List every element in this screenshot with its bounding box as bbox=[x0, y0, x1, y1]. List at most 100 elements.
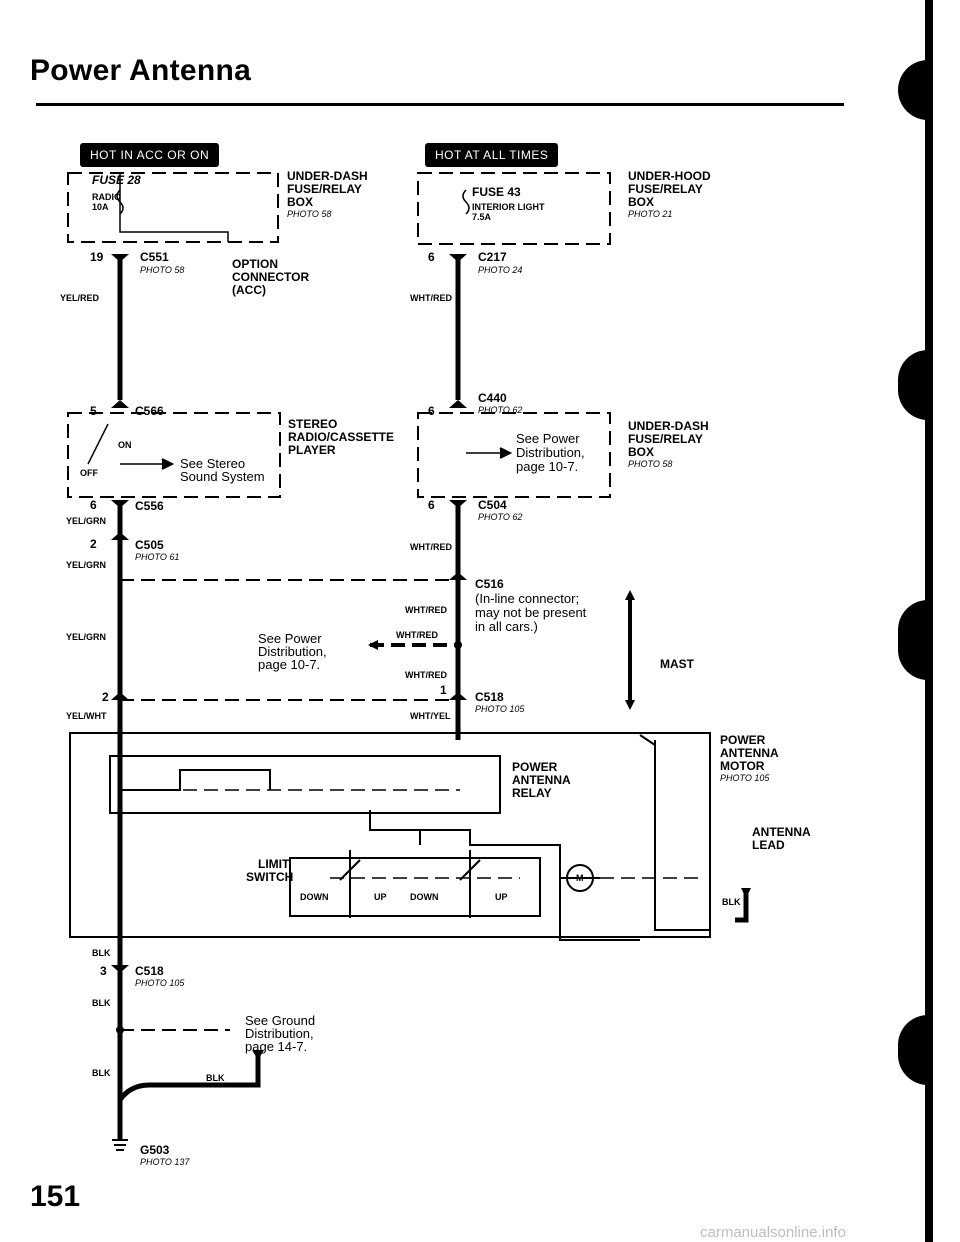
motor-symbol: M bbox=[576, 873, 584, 883]
c518-bot-pin: 3 bbox=[100, 964, 107, 978]
g503-photo: PHOTO 137 bbox=[140, 1157, 190, 1167]
c518-top-pin-right: 1 bbox=[440, 683, 447, 697]
c518-bot-id: C518 bbox=[135, 964, 164, 978]
motor-l3: MOTOR bbox=[720, 759, 765, 773]
fuse-28-rating: 10A bbox=[92, 202, 109, 212]
power-dist-mid-l2: Distribution, bbox=[258, 644, 327, 659]
underdash-box-1-l3: BOX bbox=[287, 195, 314, 209]
right-edge-tab-4 bbox=[898, 1015, 933, 1085]
c516-note-l1: (In-line connector; bbox=[475, 591, 580, 606]
underdash-box-1-l1: UNDER-DASH bbox=[287, 169, 368, 183]
c217-id: C217 bbox=[478, 250, 507, 264]
fuse-28-name: FUSE 28 bbox=[92, 173, 141, 187]
c551-pin: 19 bbox=[90, 250, 104, 264]
motor-photo: PHOTO 105 bbox=[720, 773, 770, 783]
stereo-box-outline bbox=[67, 412, 281, 498]
fuse-43-rating: 7.5A bbox=[472, 212, 492, 222]
relay-l2: ANTENNA bbox=[512, 773, 571, 787]
c556-id: C556 bbox=[135, 499, 164, 513]
c505-id: C505 bbox=[135, 538, 164, 552]
c504-id: C504 bbox=[478, 498, 507, 512]
c556-pin: 6 bbox=[90, 498, 97, 512]
antenna-assembly-outline bbox=[69, 732, 711, 938]
stereo-l2: RADIO/CASSETTE bbox=[288, 430, 395, 444]
wire-label-wht-red-2: WHT/RED bbox=[410, 542, 452, 552]
option-connector-l1: OPTION bbox=[232, 257, 279, 271]
relay-outline bbox=[109, 755, 501, 814]
g503-id: G503 bbox=[140, 1143, 170, 1157]
underdash-box-2-l2: FUSE/RELAY bbox=[628, 432, 703, 446]
page-number: 151 bbox=[30, 1180, 81, 1213]
c440-pin: 6 bbox=[428, 404, 435, 418]
c504-pin: 6 bbox=[428, 498, 435, 512]
option-connector-l2: CONNECTOR bbox=[232, 270, 310, 284]
limit-switch-down-1: DOWN bbox=[300, 892, 329, 902]
power-dist-box-l3: page 10-7. bbox=[516, 459, 579, 474]
c551-photo: PHOTO 58 bbox=[140, 265, 185, 275]
limit-switch-l1: LIMIT bbox=[258, 857, 290, 871]
fuse-43-circuit: INTERIOR LIGHT bbox=[472, 202, 545, 212]
underhood-box-l2: FUSE/RELAY bbox=[628, 182, 703, 196]
c505-photo: PHOTO 61 bbox=[135, 552, 180, 562]
c217-pin: 6 bbox=[428, 250, 435, 264]
stereo-l1: STEREO bbox=[288, 417, 338, 431]
underdash-box-2-l1: UNDER-DASH bbox=[628, 419, 709, 433]
watermark: carmanualsonline.info bbox=[700, 1224, 846, 1241]
right-edge-tab-3 bbox=[898, 600, 933, 680]
badge-hot-in-acc: HOT IN ACC OR ON bbox=[80, 143, 220, 167]
stereo-switch-off: OFF bbox=[80, 468, 98, 478]
limit-switch-l2: SWITCH bbox=[246, 870, 294, 884]
c518-top-photo: PHOTO 105 bbox=[475, 704, 525, 714]
power-dist-mid-l3: page 10-7. bbox=[258, 657, 321, 672]
title-rule bbox=[36, 103, 844, 106]
c504-photo: PHOTO 62 bbox=[478, 512, 523, 522]
wire-label-yel-red: YEL/RED bbox=[60, 293, 100, 303]
fuse-43-name: FUSE 43 bbox=[472, 185, 521, 199]
fuse-box-right-outline bbox=[417, 172, 611, 245]
underdash-box-2-outline bbox=[417, 412, 611, 498]
wire-label-yel-grn-2: YEL/GRN bbox=[66, 560, 107, 570]
underdash-box-1-photo: PHOTO 58 bbox=[287, 209, 332, 219]
limit-switch-outline bbox=[289, 857, 541, 917]
fuse-box-left-outline bbox=[67, 172, 279, 243]
c566-id: C566 bbox=[135, 404, 164, 418]
c551-id: C551 bbox=[140, 250, 169, 264]
stereo-l3: PLAYER bbox=[288, 443, 336, 457]
c440-id: C440 bbox=[478, 391, 507, 405]
antenna-lead-l1: ANTENNA bbox=[752, 825, 811, 839]
fuse-28-circuit: RADIO bbox=[92, 192, 121, 202]
motor-l2: ANTENNA bbox=[720, 746, 779, 760]
ground-ref-l1: See Ground bbox=[245, 1013, 316, 1028]
c440-photo: PHOTO 62 bbox=[478, 405, 523, 415]
c566-pin: 5 bbox=[90, 404, 97, 418]
c516-id: C516 bbox=[475, 577, 504, 591]
antenna-lead-l2: LEAD bbox=[752, 838, 785, 852]
page-title: Power Antenna bbox=[30, 54, 252, 87]
right-edge-tab-2 bbox=[898, 350, 933, 420]
power-dist-box-l2: Distribution, bbox=[516, 445, 585, 460]
c505-pin: 2 bbox=[90, 537, 97, 551]
c518-top-id: C518 bbox=[475, 690, 504, 704]
underdash-box-1-l2: FUSE/RELAY bbox=[287, 182, 362, 196]
badge-hot-at-all-times: HOT AT ALL TIMES bbox=[425, 143, 559, 167]
c518-bot-photo: PHOTO 105 bbox=[135, 978, 185, 988]
mast-label: MAST bbox=[660, 657, 694, 671]
c518-top-pin-left: 2 bbox=[102, 690, 109, 704]
wire-label-wht-red-5: WHT/RED bbox=[405, 670, 447, 680]
power-dist-mid-l1: See Power bbox=[258, 631, 322, 646]
wire-label-blk-4: BLK bbox=[206, 1073, 225, 1083]
underhood-box-photo: PHOTO 21 bbox=[628, 209, 673, 219]
underdash-box-2-l3: BOX bbox=[628, 445, 655, 459]
stereo-see-l2: Sound System bbox=[180, 469, 265, 484]
c516-note-l3: in all cars.) bbox=[475, 619, 538, 634]
wire-label-wht-red-4: WHT/RED bbox=[396, 630, 438, 640]
limit-switch-down-2: DOWN bbox=[410, 892, 439, 902]
wire-label-blk-2: BLK bbox=[92, 998, 111, 1008]
wire-label-wht-red-1: WHT/RED bbox=[410, 293, 452, 303]
relay-l3: RELAY bbox=[512, 786, 552, 800]
stereo-see-l1: See Stereo bbox=[180, 456, 246, 471]
limit-switch-up-2: UP bbox=[495, 892, 508, 902]
stereo-switch-on: ON bbox=[118, 440, 132, 450]
wire-label-blk-1: BLK bbox=[92, 948, 111, 958]
